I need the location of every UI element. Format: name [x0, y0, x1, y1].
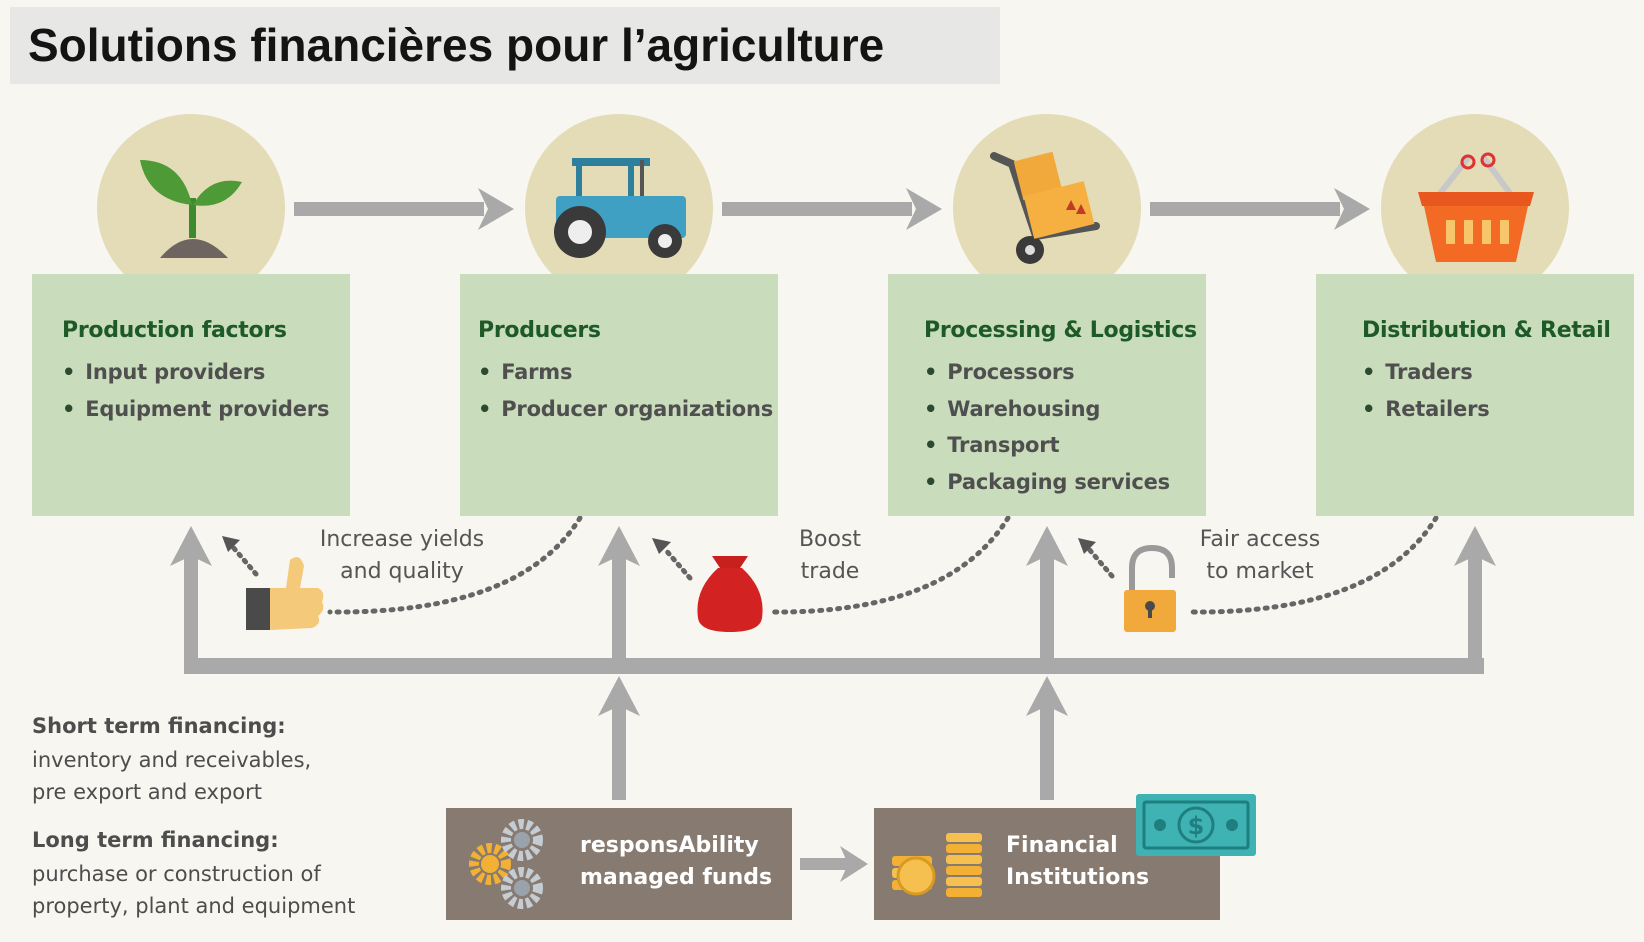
dotted-diagonal-arrow [1078, 538, 1115, 579]
stage-item: Input providers [62, 354, 329, 391]
dotted-feedback-curve [1187, 515, 1439, 615]
benefit-line: Boost [798, 527, 862, 552]
source-label-line: managed funds [580, 865, 773, 890]
source-box-responsability: responsAbility managed funds [446, 808, 792, 920]
money-bag-icon [697, 556, 763, 632]
benefit-line: to market [1206, 559, 1314, 584]
source-label: responsAbility managed funds [580, 830, 772, 894]
source-label-line: responsAbility [580, 833, 759, 858]
stage-item: Traders [1362, 354, 1490, 391]
stage-items: Farms Producer organizations [478, 354, 773, 427]
hand-truck-icon [990, 151, 1100, 264]
long-term-desc-line: purchase or construction of [32, 862, 321, 886]
padlock-icon [1124, 544, 1176, 632]
up-arrow [1026, 676, 1068, 800]
stage-title: Distribution & Retail [1362, 318, 1611, 343]
flow-arrow [800, 846, 868, 882]
benefit-line: Fair access [1199, 527, 1321, 552]
benefit-label-trade: Boost trade [770, 524, 890, 588]
source-label: Financial Institutions [1006, 830, 1149, 894]
stage-box-processing-logistics: Processing & Logistics Processors Wareho… [888, 274, 1206, 516]
tractor-icon [554, 158, 686, 258]
dotted-feedback-curve [327, 515, 583, 615]
benefit-line: trade [800, 559, 860, 584]
stage-box-distribution-retail: Distribution & Retail Traders Retailers [1316, 274, 1634, 516]
stage-items: Processors Warehousing Transport Packagi… [924, 354, 1170, 500]
up-arrow [170, 526, 212, 665]
source-label-line: Financial [1006, 833, 1118, 858]
flow-arrow [294, 188, 514, 230]
dotted-diagonal-arrow [652, 538, 693, 581]
stage-item: Warehousing [924, 391, 1170, 428]
flow-arrow [722, 188, 942, 230]
banknote-icon: $ [1136, 794, 1256, 856]
source-label-line: Institutions [1006, 865, 1150, 890]
short-term-label: Short term financing: [32, 714, 286, 738]
shopping-basket-icon [1418, 152, 1534, 262]
stage-title: Producers [478, 318, 601, 343]
long-term-desc: purchase or construction of property, pl… [32, 858, 355, 922]
stage-item: Farms [478, 354, 773, 391]
title-band [10, 7, 1000, 84]
benefit-label-yields: Increase yields and quality [312, 524, 492, 588]
stage-item: Equipment providers [62, 391, 329, 428]
benefit-line: Increase yields [319, 527, 485, 552]
stage-title: Processing & Logistics [924, 318, 1197, 343]
gears-icon [469, 819, 543, 909]
long-term-desc-line: property, plant and equipment [32, 894, 356, 918]
benefit-label-market: Fair access to market [1180, 524, 1340, 588]
stage-item: Packaging services [924, 464, 1170, 501]
up-arrow [598, 676, 640, 800]
long-term-label: Long term financing: [32, 828, 279, 852]
page-title: Solutions financières pour l’agriculture [28, 19, 885, 71]
stage-item: Processors [924, 354, 1170, 391]
up-arrow [1454, 526, 1496, 665]
flow-arrow [1150, 188, 1370, 230]
stage-item: Producer organizations [478, 391, 773, 428]
distribution-bar [184, 658, 1484, 674]
dotted-diagonal-arrow [222, 536, 259, 577]
source-box-financial-institutions: Financial Institutions [874, 808, 1220, 920]
short-term-desc: inventory and receivables, pre export an… [32, 744, 311, 808]
svg-text:$: $ [1188, 812, 1205, 840]
benefit-line: and quality [340, 559, 464, 584]
stage-item: Retailers [1362, 391, 1490, 428]
up-arrow [1026, 526, 1068, 665]
stage-title: Production factors [62, 318, 287, 343]
short-term-desc-line: pre export and export [32, 780, 263, 804]
up-arrow [598, 526, 640, 665]
stage-items: Traders Retailers [1362, 354, 1490, 427]
dotted-feedback-curve [767, 515, 1011, 615]
coins-icon [892, 833, 982, 897]
plant-sprout-icon [140, 160, 242, 258]
stage-item: Transport [924, 427, 1170, 464]
short-term-desc-line: inventory and receivables, [32, 748, 312, 772]
thumbs-up-icon [246, 557, 324, 630]
stage-box-producers: Producers Farms Producer organizations [460, 274, 778, 516]
stage-items: Input providers Equipment providers [62, 354, 329, 427]
stage-box-production-factors: Production factors Input providers Equip… [32, 274, 350, 516]
